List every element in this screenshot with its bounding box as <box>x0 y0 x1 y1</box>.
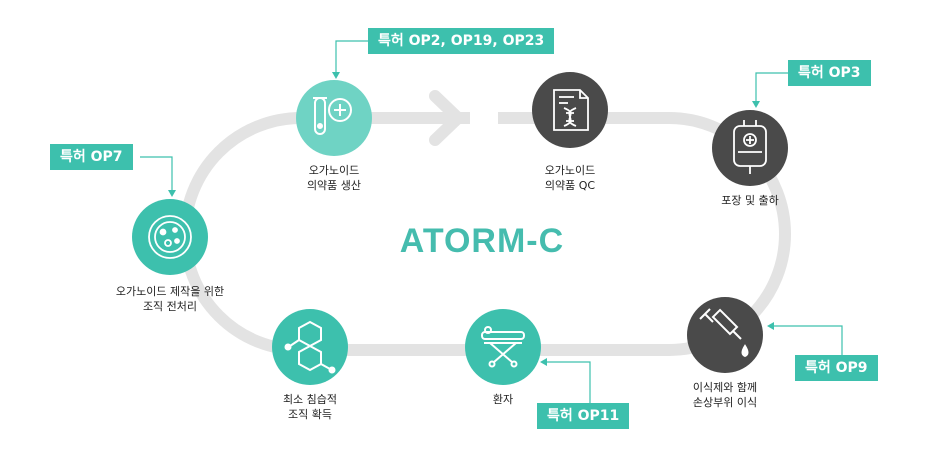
connector-op9-arrow <box>767 322 774 330</box>
step-label-packaging: 포장 및 출하 <box>721 194 779 207</box>
step-qc <box>532 72 608 148</box>
step-label-qc: 오가노이드 의약품 QC <box>544 164 596 192</box>
molecule-icon <box>284 320 336 374</box>
step-label-patient: 환자 <box>492 393 514 406</box>
diagram-title: ATORM-C <box>399 222 565 260</box>
patent-badge-op9: 특허 OP9 <box>795 355 878 381</box>
step-label-collection: 최소 침습적 조직 확득 <box>282 393 338 421</box>
step-pretreatment <box>132 199 208 275</box>
connector-op11 <box>545 361 591 403</box>
test-tube-icon <box>313 97 352 135</box>
stretcher-icon <box>481 326 525 368</box>
document-dna-icon <box>553 89 589 131</box>
step-transplant <box>687 297 763 373</box>
connector-op9 <box>772 325 843 355</box>
step-patient <box>465 309 541 385</box>
syringe-icon <box>699 308 749 358</box>
connector-op7-arrow <box>168 190 176 197</box>
patent-badge-op11: 특허 OP11 <box>537 403 630 429</box>
connector-op11-arrow <box>540 358 547 366</box>
patent-badge-op3: 특허 OP3 <box>788 60 871 86</box>
iv-bag-icon <box>733 120 767 174</box>
connector-op3 <box>755 72 788 103</box>
track-gap <box>470 108 498 130</box>
patent-badge-op2-op19-op23: 특허 OP2, OP19, OP23 <box>368 28 555 54</box>
connector-op2 <box>335 40 368 74</box>
step-collection <box>272 309 348 385</box>
connector-op3-arrow <box>752 101 760 108</box>
connector-op2-arrow <box>332 72 340 79</box>
petri-dish-icon <box>148 215 192 259</box>
direction-chevron <box>429 90 464 146</box>
connector-op7 <box>140 156 173 192</box>
patent-badge-op7: 특허 OP7 <box>50 144 133 170</box>
step-packaging <box>712 110 788 186</box>
step-label-production: 오가노이드 의약품 생산 <box>306 164 362 192</box>
step-label-transplant: 이식제와 함께 손상부위 이식 <box>692 381 758 409</box>
step-label-pretreatment: 오가노이드 제작을 위한 조직 전처리 <box>115 285 225 313</box>
step-production <box>296 80 372 156</box>
